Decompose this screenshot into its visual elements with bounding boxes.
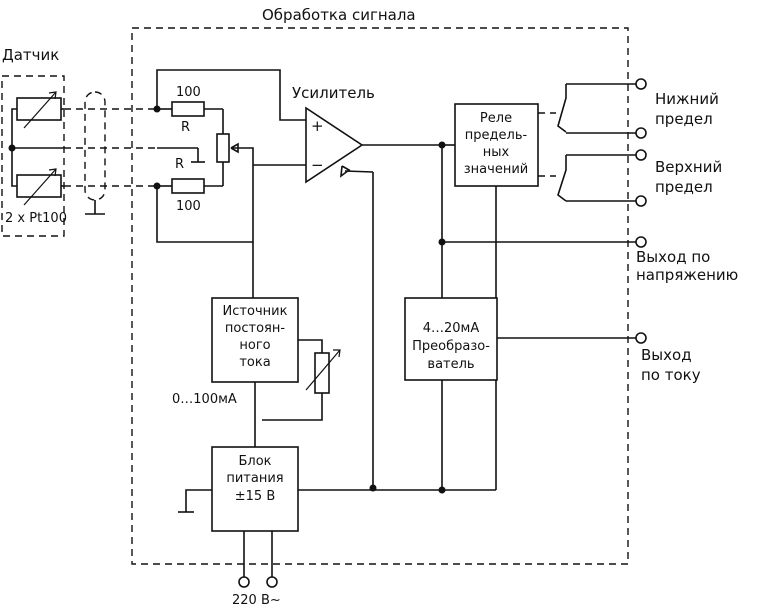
current-source-line-1: Источник xyxy=(223,304,288,319)
current-source-line-4: тока xyxy=(239,355,270,370)
lower-limit-terminal-2 xyxy=(635,127,647,139)
relay-line-3: ных xyxy=(483,145,510,160)
bridge-resistor-top xyxy=(171,101,205,117)
upper-limit-terminal-1 xyxy=(635,149,647,161)
mains-label: 220 В~ xyxy=(232,593,281,608)
bridge-r-bottom-value: 100 xyxy=(176,199,201,214)
converter-line-1: 4…20мА xyxy=(423,321,480,336)
amplifier-plus-sign: + xyxy=(311,117,324,135)
sensor-type: 2 x Pt100 xyxy=(5,211,67,226)
amplifier-label: Усилитель xyxy=(292,84,375,102)
bridge-potentiometer xyxy=(216,133,230,163)
bridge-r-top-value: 100 xyxy=(176,85,201,100)
sensor-rtd-top xyxy=(16,91,62,129)
bridge-r-top-label: R xyxy=(181,120,190,135)
sensor-label: Датчик xyxy=(2,46,59,64)
amplifier-wiring xyxy=(340,141,636,488)
lower-limit-line-1: Нижний xyxy=(655,90,719,108)
upper-limit-line-2: предел xyxy=(655,178,713,196)
upper-limit-line-1: Верхний xyxy=(655,158,722,176)
converter-line-2: Преобразо- xyxy=(412,339,490,354)
bridge-r-mid-label: R xyxy=(175,157,184,172)
bridge-resistor-bottom xyxy=(171,178,205,194)
amplifier-minus-sign: − xyxy=(311,156,324,174)
sensor-wiring xyxy=(8,108,64,187)
current-output-terminal xyxy=(635,332,647,344)
power-supply-block xyxy=(211,446,299,532)
lower-limit-line-2: предел xyxy=(655,110,713,128)
relay-line-2: предель- xyxy=(465,128,528,143)
trim-resistor xyxy=(314,352,330,394)
current-output-line-2: по току xyxy=(641,366,701,384)
power-supply-line-3: ±15 В xyxy=(235,489,276,504)
voltage-output-terminal xyxy=(635,236,647,248)
sensor-rtd-bottom xyxy=(16,168,62,206)
mains-terminal-1 xyxy=(238,576,250,588)
current-source-line-3: ного xyxy=(239,338,270,353)
sensor-enclosure xyxy=(1,75,65,237)
voltage-output-line-2: напряжению xyxy=(636,266,738,284)
enclosure-title: Обработка сигнала xyxy=(262,6,416,24)
current-source-line-2: постоян- xyxy=(225,321,285,336)
upper-limit-terminal-2 xyxy=(635,195,647,207)
current-source-wiring xyxy=(252,242,341,447)
voltage-output-line-1: Выход по xyxy=(636,248,710,266)
relay-line-4: значений xyxy=(464,162,528,177)
relay-block xyxy=(454,103,539,187)
current-output-line-1: Выход xyxy=(641,346,692,364)
converter-wiring xyxy=(441,337,636,476)
amplifier-triangle xyxy=(305,106,364,184)
current-source-range: 0…100мА xyxy=(172,392,237,407)
power-supply-line-1: Блок xyxy=(238,454,271,469)
power-supply-wiring xyxy=(178,476,496,577)
sensor-cable xyxy=(64,91,157,215)
converter-line-3: ватель xyxy=(427,357,474,372)
converter-block xyxy=(404,297,498,381)
power-supply-line-2: питания xyxy=(226,471,283,486)
mains-terminal-2 xyxy=(266,576,278,588)
lower-limit-terminal-1 xyxy=(635,78,647,90)
relay-line-1: Реле xyxy=(480,111,512,126)
